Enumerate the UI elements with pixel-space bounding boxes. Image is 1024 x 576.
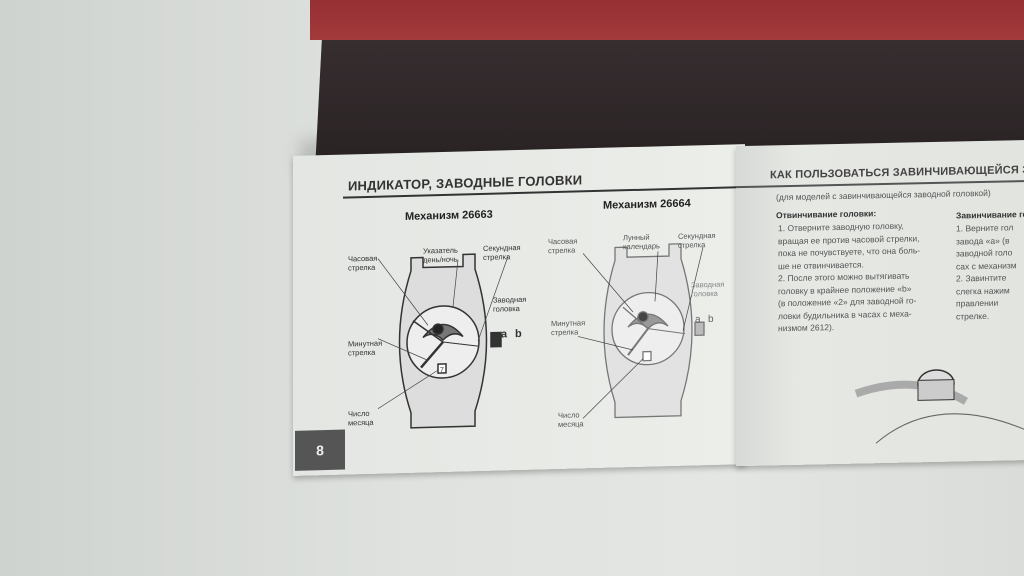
- label-day-night-1: Указатель день/ночь: [423, 245, 458, 265]
- label-a-1: a: [501, 328, 508, 341]
- watch1-diagram: [398, 253, 502, 429]
- label-b-1: b: [515, 327, 522, 341]
- text-line: сах с механизм: [956, 259, 1017, 272]
- leader-lines: [377, 247, 704, 419]
- col2-text: 1. Верните гол завода «a» (в заводной го…: [956, 221, 1017, 322]
- text-line: 1. Верните гол: [956, 222, 1014, 234]
- label-minute-hand-1: Минутная стрелка: [348, 338, 383, 358]
- left-page: ИНДИКАТОР, ЗАВОДНЫЕ ГОЛОВКИ Механизм 266…: [293, 144, 745, 476]
- label-second-hand-2: Секундная стрелка: [678, 230, 716, 250]
- label-a-2: a: [695, 314, 701, 326]
- text-line: заводной голо: [956, 247, 1013, 259]
- label-hour-hand-2: Часовая стрелка: [548, 236, 578, 256]
- right-page: КАК ПОЛЬЗОВАТЬСЯ ЗАВИНЧИВАЮЩЕЙСЯ ЗАВОД (…: [736, 139, 1024, 467]
- crown-illustration: [854, 369, 1024, 444]
- watch-box-lid: [310, 0, 1024, 40]
- date-window-value: 7: [440, 366, 444, 375]
- label-crown-2: Заводная головка: [691, 279, 725, 299]
- label-minute-hand-2: Минутная стрелка: [551, 318, 586, 338]
- text-line: стрелке.: [956, 310, 990, 322]
- watch-diagrams: [377, 243, 705, 429]
- right-page-title: КАК ПОЛЬЗОВАТЬСЯ ЗАВИНЧИВАЮЩЕЙСЯ ЗАВОД: [770, 163, 1024, 182]
- label-b-2: b: [708, 313, 714, 326]
- col2-heading: Завинчивание го: [956, 209, 1024, 221]
- label-crown-1: Заводная головка: [493, 294, 527, 314]
- label-date-2: Число месяца: [558, 410, 584, 429]
- col1-text: 1. Отверните заводную головку, вращая ее…: [778, 219, 920, 334]
- right-page-subtitle: (для моделей с завинчивающейся заводной …: [776, 187, 991, 203]
- watch2-diagram: [603, 243, 705, 419]
- label-moon-calendar: Лунный календарь: [623, 232, 660, 252]
- text-line: низмом 2612).: [778, 322, 835, 334]
- text-line: слегка нажим: [956, 284, 1010, 297]
- label-hour-hand-1: Часовая стрелка: [348, 253, 378, 273]
- label-date-1: Число месяца: [348, 408, 374, 428]
- page-number: 8: [295, 429, 345, 471]
- label-second-hand-1: Секундная стрелка: [483, 242, 521, 262]
